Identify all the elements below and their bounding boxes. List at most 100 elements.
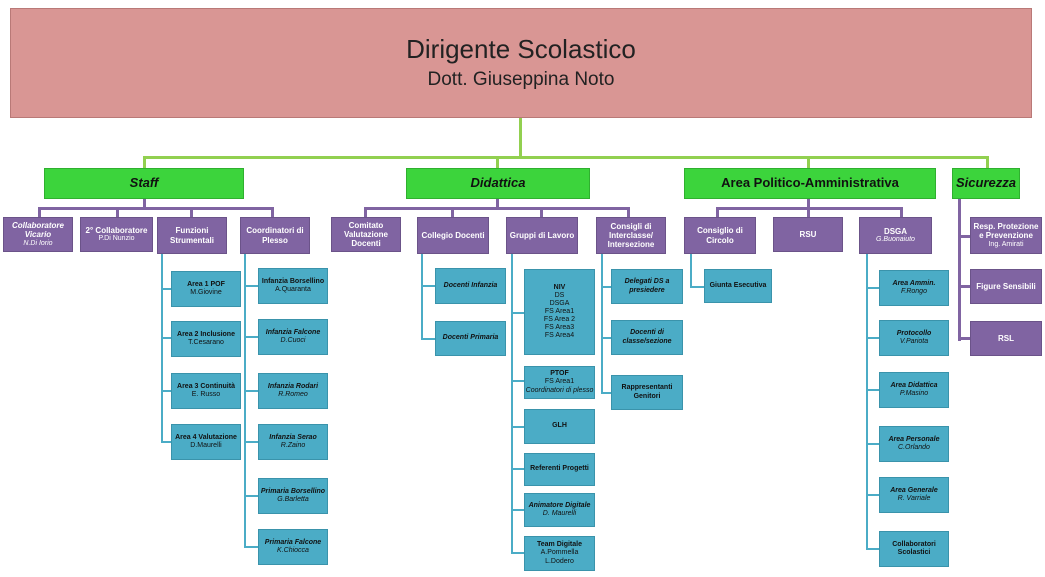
sicurezza-rspp[interactable]: Resp. Protezione e Prevenzione Ing. Amir…	[970, 217, 1042, 254]
politico-dsga[interactable]: DSGA G.Buonaiuto	[859, 217, 932, 254]
coordinatori-item-6-label: Primaria Falcone	[264, 538, 322, 546]
staff-funzioni-label: Funzioni Strumentali	[169, 226, 214, 245]
sicurezza-rsl-label: RSL	[998, 333, 1014, 343]
coordinatori-item-1-label: Infanzia Borsellino	[261, 277, 325, 285]
gruppi-item-niv-line: FS Area 2	[543, 316, 576, 324]
area-didattica-label: Didattica	[470, 175, 526, 191]
staff-coordinatori-label: Coordinatori di Plesso	[246, 226, 304, 245]
area-politico-label: Area Politico-Amministrativa	[721, 175, 899, 191]
gruppi-item-team-line: A.Pommella	[540, 549, 579, 557]
dsga-item-3-name: P.Masino	[899, 390, 929, 397]
funzioni-item-2-label: Area 2 Inclusione	[177, 330, 235, 338]
didattica-consigli-label: Consigli di Interclasse/ Intersezione	[607, 221, 655, 250]
gruppi-item-team-line: L.Dodero	[545, 557, 574, 565]
coordinatori-item-2-label: Infanzia Falcone	[265, 328, 321, 336]
staff-secondo[interactable]: 2° Collaboratore P.Di Nunzio	[80, 217, 153, 252]
gruppi-item-ptof-line: Coordinatori di plesso	[525, 386, 594, 394]
coordinatori-item-2[interactable]: Infanzia Falcone D.Cuoci	[258, 319, 328, 355]
staff-secondo-label: 2° Collaboratore	[85, 225, 148, 235]
gruppi-item-glh[interactable]: GLH	[524, 409, 595, 444]
funzioni-item-4-name: D.Maurelli	[190, 442, 222, 449]
funzioni-item-1[interactable]: Area 1 POF M.Giovine	[171, 271, 241, 307]
staff-vicario-name: N.Di Iorio	[23, 239, 53, 247]
dsga-item-6-label: Collaboratori Scolastici	[892, 540, 936, 556]
coordinatori-item-1-name: A.Quaranta	[275, 286, 311, 293]
funzioni-item-3[interactable]: Area 3 Continuità E. Russo	[171, 373, 241, 409]
dsga-item-5[interactable]: Area Generale R. Varriale	[879, 477, 949, 513]
sicurezza-figure-label: Figure Sensibili	[976, 281, 1036, 291]
dsga-item-4-name: C.Orlando	[898, 444, 930, 451]
area-sicurezza[interactable]: Sicurezza	[952, 168, 1020, 199]
staff-vicario[interactable]: Collaboratore Vicario N.Di Iorio	[3, 217, 73, 252]
area-staff[interactable]: Staff	[44, 168, 244, 199]
dsga-item-3-label: Area Didattica	[890, 381, 938, 389]
politico-rsu-label: RSU	[799, 229, 817, 239]
dsga-item-3[interactable]: Area Didattica P.Masino	[879, 372, 949, 408]
gruppi-item-team[interactable]: Team Digitale A.Pommella L.Dodero	[524, 536, 595, 571]
gruppi-item-niv[interactable]: NIV DS DSGA FS Area1 FS Area 2 FS Area3 …	[524, 269, 595, 355]
gruppi-item-niv-line: DSGA	[549, 299, 570, 307]
politico-rsu[interactable]: RSU	[773, 217, 843, 252]
dsga-item-6[interactable]: Collaboratori Scolastici	[879, 531, 949, 567]
politico-dsga-name: G.Buonaiuto	[876, 236, 915, 244]
gruppi-item-ptof[interactable]: PTOF FS Area1 Coordinatori di plesso	[524, 366, 595, 399]
funzioni-item-2-name: T.Cesarano	[188, 339, 224, 346]
area-sicurezza-label: Sicurezza	[956, 175, 1016, 191]
collegio-item-2[interactable]: Docenti Primaria	[435, 321, 506, 356]
gruppi-item-ptof-line: FS Area1	[544, 378, 575, 386]
gruppi-item-team-label: Team Digitale	[537, 541, 582, 549]
sicurezza-rspp-label: Resp. Protezione e Prevenzione	[973, 222, 1039, 241]
didattica-gruppi[interactable]: Gruppi di Lavoro	[506, 217, 578, 254]
dsga-item-5-name: R. Varriale	[897, 495, 931, 502]
coordinatori-item-6[interactable]: Primaria Falcone K.Chiocca	[258, 529, 328, 565]
politico-dsga-label: DSGA	[883, 226, 908, 236]
sicurezza-figure[interactable]: Figure Sensibili	[970, 269, 1042, 304]
consigli-item-3-label: Rappresentanti Genitori	[621, 384, 673, 400]
consigli-item-3[interactable]: Rappresentanti Genitori	[611, 375, 683, 410]
dirigente-box[interactable]: Dirigente Scolastico Dott. Giuseppina No…	[10, 8, 1032, 118]
area-didattica[interactable]: Didattica	[406, 168, 590, 199]
coordinatori-item-4-name: R.Zaino	[280, 442, 306, 449]
didattica-comitato[interactable]: Comitato Valutazione Docenti	[331, 217, 401, 252]
staff-funzioni[interactable]: Funzioni Strumentali	[157, 217, 227, 254]
sicurezza-rspp-name: Ing. Amirati	[988, 240, 1024, 248]
area-politico[interactable]: Area Politico-Amministrativa	[684, 168, 936, 199]
funzioni-item-4[interactable]: Area 4 Valutazione D.Maurelli	[171, 424, 241, 460]
coordinatori-item-4[interactable]: Infanzia Serao R.Zaino	[258, 424, 328, 460]
gruppi-item-niv-line: DS	[554, 291, 565, 299]
dsga-item-1-label: Area Ammin.	[892, 279, 936, 287]
didattica-consigli[interactable]: Consigli di Interclasse/ Intersezione	[596, 217, 666, 254]
collegio-item-1-label: Docenti Infanzia	[443, 281, 498, 289]
funzioni-item-1-name: M.Giovine	[190, 289, 222, 296]
dirigente-name: Dott. Giuseppina Noto	[427, 69, 615, 91]
giunta-esecutiva-label: Giunta Esecutiva	[709, 281, 767, 289]
didattica-comitato-label: Comitato Valutazione Docenti	[343, 220, 388, 249]
didattica-collegio[interactable]: Collegio Docenti	[417, 217, 489, 254]
sicurezza-rsl[interactable]: RSL	[970, 321, 1042, 356]
gruppi-item-animatore[interactable]: Animatore Digitale D. Maurelli	[524, 493, 595, 527]
politico-consiglio[interactable]: Consiglio di Circolo	[684, 217, 756, 254]
consigli-item-1-label: Delegati DS a presiedere	[624, 278, 670, 294]
funzioni-item-2[interactable]: Area 2 Inclusione T.Cesarano	[171, 321, 241, 357]
staff-coordinatori[interactable]: Coordinatori di Plesso	[240, 217, 310, 254]
dsga-item-2-label: Protocollo	[896, 329, 932, 337]
dsga-item-1[interactable]: Area Ammin. F.Rongo	[879, 270, 949, 306]
consigli-item-2[interactable]: Docenti di classe/sezione	[611, 320, 683, 355]
coordinatori-item-5[interactable]: Primaria Borsellino G.Barletta	[258, 478, 328, 514]
dsga-item-2[interactable]: Protocollo V.Pariota	[879, 320, 949, 356]
coordinatori-item-6-name: K.Chiocca	[277, 547, 309, 554]
funzioni-item-1-label: Area 1 POF	[187, 280, 225, 288]
gruppi-item-animatore-line: D. Maurelli	[542, 510, 577, 517]
dsga-item-4[interactable]: Area Personale C.Orlando	[879, 426, 949, 462]
didattica-collegio-label: Collegio Docenti	[421, 230, 485, 240]
coordinatori-item-5-name: G.Barletta	[277, 496, 309, 503]
gruppi-item-referenti[interactable]: Referenti Progetti	[524, 453, 595, 486]
coordinatori-item-1[interactable]: Infanzia Borsellino A.Quaranta	[258, 268, 328, 304]
dirigente-title: Dirigente Scolastico	[406, 34, 636, 65]
staff-vicario-label: Collaboratore Vicario	[11, 221, 64, 240]
coordinatori-item-3[interactable]: Infanzia Rodari R.Romeo	[258, 373, 328, 409]
collegio-item-1[interactable]: Docenti Infanzia	[435, 268, 506, 304]
funzioni-item-3-name: E. Russo	[191, 391, 221, 398]
giunta-esecutiva[interactable]: Giunta Esecutiva	[704, 269, 772, 303]
consigli-item-1[interactable]: Delegati DS a presiedere	[611, 269, 683, 304]
